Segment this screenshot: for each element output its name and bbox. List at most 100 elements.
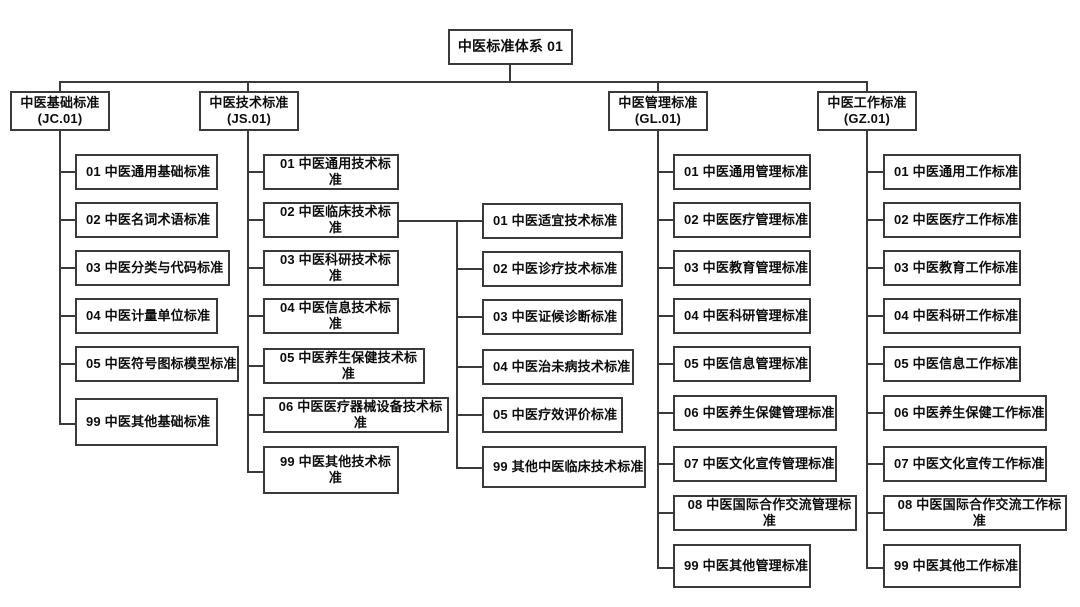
leaf-work-5-label: 05 中医信息工作标准 — [894, 355, 1019, 371]
node-root-label: 中医标准体系 01 — [457, 38, 564, 55]
leaf-work-9[interactable]: 99 中医其他工作标准 — [883, 544, 1021, 588]
leaf-technical-3-label: 03 中医科研技术标准 — [279, 251, 392, 283]
leaf-technical-5-label: 05 中医养生保健技术标准 — [279, 349, 418, 381]
leaf-work-6[interactable]: 06 中医养生保健工作标准 — [883, 395, 1047, 431]
leaf-management-9[interactable]: 99 中医其他管理标准 — [673, 544, 811, 588]
leaf-clinical-4[interactable]: 04 中医治未病技术标准 — [482, 349, 634, 385]
connector-work-2 — [866, 219, 884, 221]
leaf-work-5[interactable]: 05 中医信息工作标准 — [883, 346, 1021, 382]
leaf-work-8[interactable]: 08 中医国际合作交流工作标准 — [883, 495, 1067, 531]
leaf-clinical-2-label: 02 中医诊疗技术标准 — [493, 260, 618, 276]
leaf-clinical-6-label: 99 其他中医临床技术标准 — [493, 458, 644, 474]
leaf-clinical-2[interactable]: 02 中医诊疗技术标准 — [482, 251, 623, 287]
connector-bus-drop-3 — [657, 81, 659, 92]
node-management-standards[interactable]: 中医管理标准 (GL.01) — [608, 91, 708, 131]
leaf-management-3[interactable]: 03 中医教育管理标准 — [673, 250, 811, 286]
leaf-basic-2-label: 02 中医名词术语标准 — [86, 211, 211, 227]
leaf-management-2-label: 02 中医医疗管理标准 — [684, 211, 809, 227]
connector-basic-1 — [59, 171, 76, 173]
connector-management-8 — [657, 512, 674, 514]
leaf-technical-2-label: 02 中医临床技术标准 — [279, 203, 392, 235]
leaf-management-5[interactable]: 05 中医信息管理标准 — [673, 346, 811, 382]
leaf-management-6[interactable]: 06 中医养生保健管理标准 — [673, 395, 837, 431]
connector-management-6 — [657, 412, 674, 414]
leaf-work-4[interactable]: 04 中医科研工作标准 — [883, 298, 1021, 334]
leaf-basic-6-label: 99 中医其他基础标准 — [86, 413, 211, 429]
leaf-work-8-label: 08 中医国际合作交流工作标准 — [897, 496, 1062, 528]
connector-work-1 — [866, 171, 884, 173]
leaf-management-7-label: 07 中医文化宣传管理标准 — [684, 455, 835, 471]
leaf-basic-5-label: 05 中医符号图标模型标准 — [86, 355, 237, 371]
leaf-management-4[interactable]: 04 中医科研管理标准 — [673, 298, 811, 334]
leaf-basic-5[interactable]: 05 中医符号图标模型标准 — [75, 346, 239, 382]
leaf-work-3[interactable]: 03 中医教育工作标准 — [883, 250, 1021, 286]
leaf-basic-6[interactable]: 99 中医其他基础标准 — [75, 398, 218, 446]
leaf-basic-1[interactable]: 01 中医通用基础标准 — [75, 154, 218, 190]
leaf-work-9-label: 99 中医其他工作标准 — [894, 557, 1019, 573]
leaf-basic-3[interactable]: 03 中医分类与代码标准 — [75, 250, 230, 286]
connector-technical-4 — [247, 315, 264, 317]
leaf-work-3-label: 03 中医教育工作标准 — [894, 259, 1019, 275]
leaf-clinical-6[interactable]: 99 其他中医临床技术标准 — [482, 446, 646, 488]
leaf-basic-3-label: 03 中医分类与代码标准 — [86, 259, 224, 275]
node-technical-standards-label: 中医技术标准 (JS.01) — [209, 94, 289, 126]
leaf-clinical-1-label: 01 中医适宜技术标准 — [493, 212, 618, 228]
leaf-management-8[interactable]: 08 中医国际合作交流管理标准 — [673, 495, 857, 531]
connector-work-5 — [866, 363, 884, 365]
leaf-technical-3[interactable]: 03 中医科研技术标准 — [263, 250, 399, 286]
connector-basic-2 — [59, 219, 76, 221]
leaf-technical-1[interactable]: 01 中医通用技术标准 — [263, 154, 399, 190]
connector-level2-bus — [59, 81, 867, 83]
leaf-work-2[interactable]: 02 中医医疗工作标准 — [883, 202, 1021, 238]
leaf-technical-4-label: 04 中医信息技术标准 — [279, 299, 392, 331]
connector-work-7 — [866, 463, 884, 465]
connector-management-4 — [657, 315, 674, 317]
leaf-work-2-label: 02 中医医疗工作标准 — [894, 211, 1019, 227]
connector-basic-6 — [59, 423, 76, 425]
node-work-standards[interactable]: 中医工作标准 (GZ.01) — [817, 91, 917, 131]
connector-management-1 — [657, 171, 674, 173]
leaf-clinical-3-label: 03 中医证候诊断标准 — [493, 308, 618, 324]
leaf-technical-1-label: 01 中医通用技术标准 — [279, 155, 392, 187]
connector-trunk-clinical — [456, 220, 458, 467]
node-basic-standards[interactable]: 中医基础标准 (JC.01) — [10, 91, 110, 131]
connector-management-3 — [657, 267, 674, 269]
connector-technical-5 — [247, 365, 264, 367]
leaf-technical-4[interactable]: 04 中医信息技术标准 — [263, 298, 399, 334]
node-technical-standards[interactable]: 中医技术标准 (JS.01) — [199, 91, 299, 131]
leaf-technical-2[interactable]: 02 中医临床技术标准 — [263, 202, 399, 238]
leaf-management-1[interactable]: 01 中医通用管理标准 — [673, 154, 811, 190]
leaf-management-9-label: 99 中医其他管理标准 — [684, 557, 809, 573]
connector-clinical-6 — [456, 467, 483, 469]
connector-clinical-4 — [456, 366, 483, 368]
leaf-clinical-5-label: 05 中医疗效评价标准 — [493, 406, 618, 422]
leaf-management-8-label: 08 中医国际合作交流管理标准 — [687, 496, 852, 528]
leaf-work-6-label: 06 中医养生保健工作标准 — [894, 404, 1045, 420]
leaf-clinical-5[interactable]: 05 中医疗效评价标准 — [482, 397, 623, 433]
node-root[interactable]: 中医标准体系 01 — [448, 29, 573, 65]
leaf-work-1[interactable]: 01 中医通用工作标准 — [883, 154, 1021, 190]
connector-trunk-management — [657, 131, 659, 567]
leaf-technical-7[interactable]: 99 中医其他技术标准 — [263, 446, 399, 494]
leaf-technical-6[interactable]: 06 中医医疗器械设备技术标准 — [263, 397, 449, 433]
leaf-technical-5[interactable]: 05 中医养生保健技术标准 — [263, 348, 425, 384]
connector-basic-3 — [59, 267, 76, 269]
leaf-clinical-1[interactable]: 01 中医适宜技术标准 — [482, 203, 623, 239]
leaf-management-2[interactable]: 02 中医医疗管理标准 — [673, 202, 811, 238]
leaf-basic-2[interactable]: 02 中医名词术语标准 — [75, 202, 218, 238]
leaf-work-7[interactable]: 07 中医文化宣传工作标准 — [883, 446, 1047, 482]
leaf-clinical-3[interactable]: 03 中医证候诊断标准 — [482, 299, 623, 335]
connector-technical-6 — [247, 414, 264, 416]
connector-technical-7 — [247, 471, 264, 473]
connector-trunk-technical — [247, 131, 249, 471]
node-work-standards-label: 中医工作标准 (GZ.01) — [827, 94, 907, 126]
leaf-management-7[interactable]: 07 中医文化宣传管理标准 — [673, 446, 837, 482]
connector-work-9 — [866, 567, 884, 569]
leaf-technical-6-label: 06 中医医疗器械设备技术标准 — [278, 398, 443, 430]
leaf-work-7-label: 07 中医文化宣传工作标准 — [894, 455, 1045, 471]
connector-management-5 — [657, 363, 674, 365]
leaf-clinical-4-label: 04 中医治未病技术标准 — [493, 358, 631, 374]
connector-root-stem — [509, 65, 511, 82]
leaf-basic-4[interactable]: 04 中医计量单位标准 — [75, 298, 218, 334]
